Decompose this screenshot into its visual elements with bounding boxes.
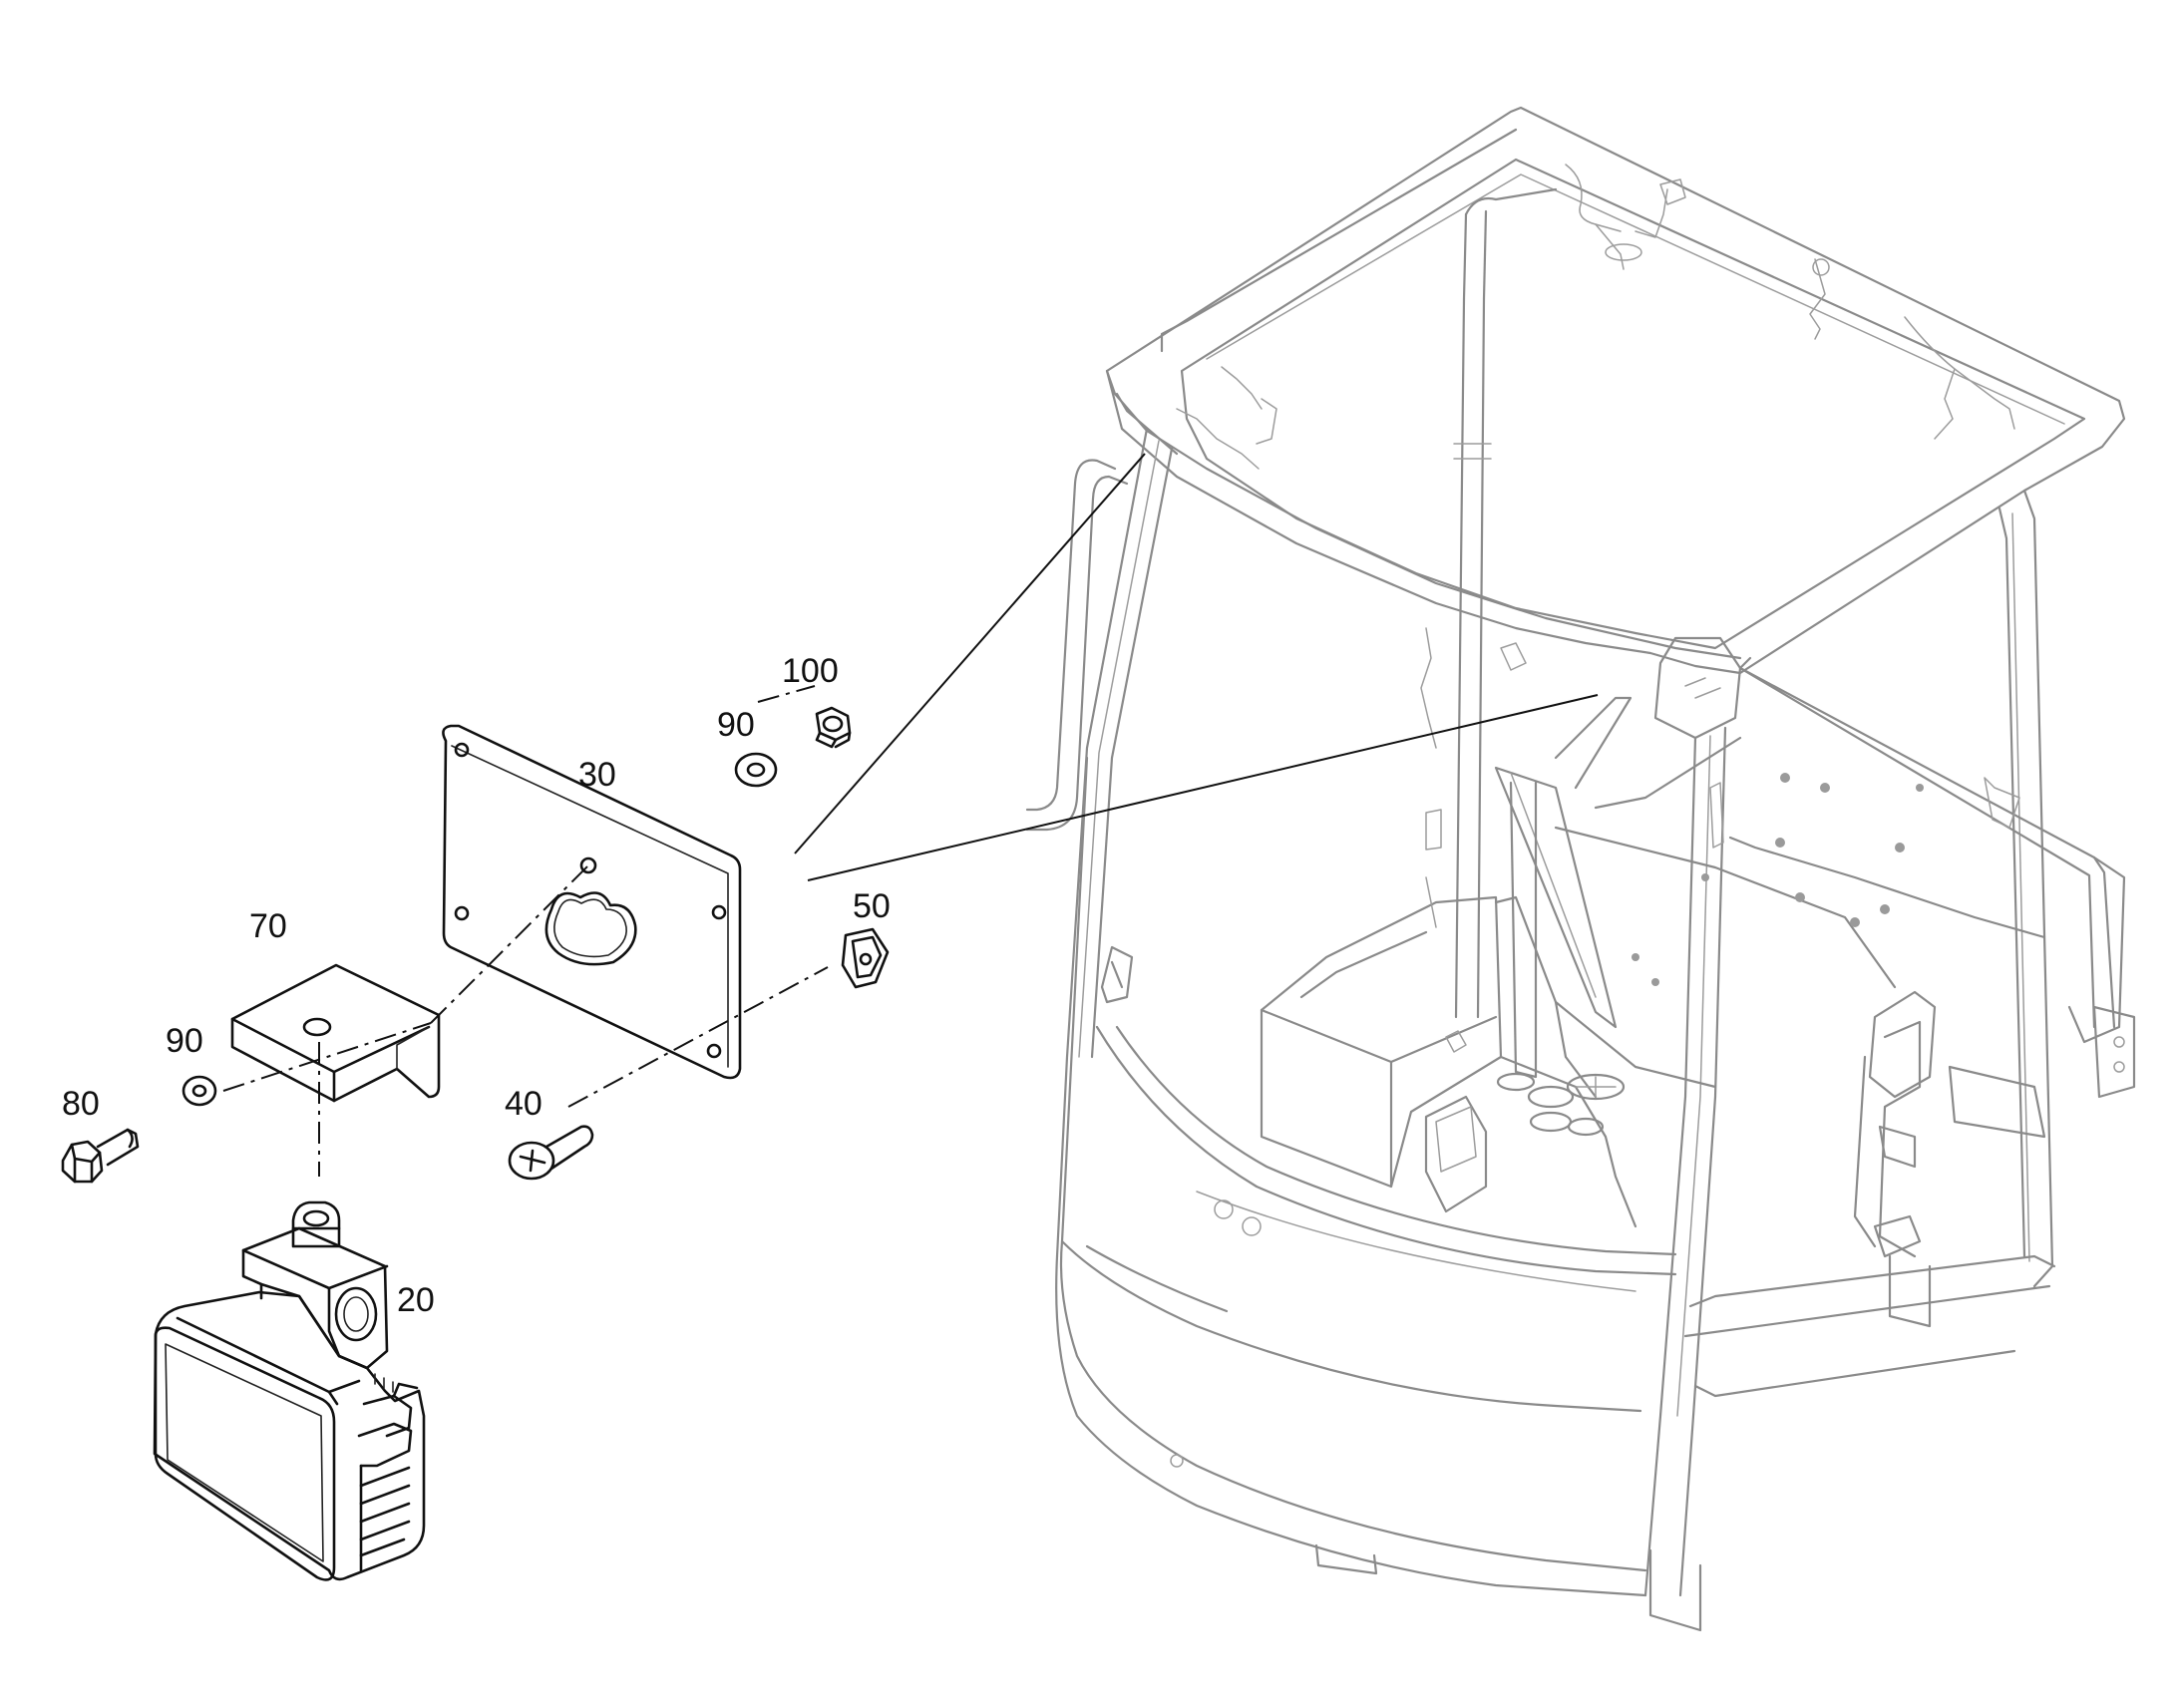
callout-30: 30	[578, 756, 616, 794]
callout-50: 50	[853, 887, 891, 925]
callout-90-upper: 90	[717, 706, 755, 744]
detail-leader-lines	[794, 453, 1599, 881]
mounting-plate-part-30	[442, 724, 742, 1080]
washer-part-90-upper	[734, 752, 778, 788]
callout-80: 80	[62, 1085, 100, 1123]
callout-labels: 100 90 30 70 50 90 80 40 20	[62, 652, 891, 1319]
clip-nut-part-50	[841, 927, 890, 989]
assembly-center-lines	[222, 685, 829, 1177]
callout-40: 40	[505, 1085, 543, 1123]
callout-70: 70	[249, 907, 287, 945]
hex-bolt-part-80	[61, 1128, 140, 1184]
operator-cab	[1025, 106, 2136, 1632]
callout-20: 20	[397, 1281, 435, 1319]
callout-100: 100	[782, 652, 839, 690]
callout-90-lower: 90	[166, 1022, 203, 1060]
angle-bracket-part-70	[230, 963, 441, 1103]
work-lamp-part-20	[153, 1200, 426, 1581]
hex-nut-part-100	[815, 706, 852, 749]
washer-part-90-lower	[182, 1075, 217, 1107]
screw-part-40	[508, 1125, 594, 1181]
